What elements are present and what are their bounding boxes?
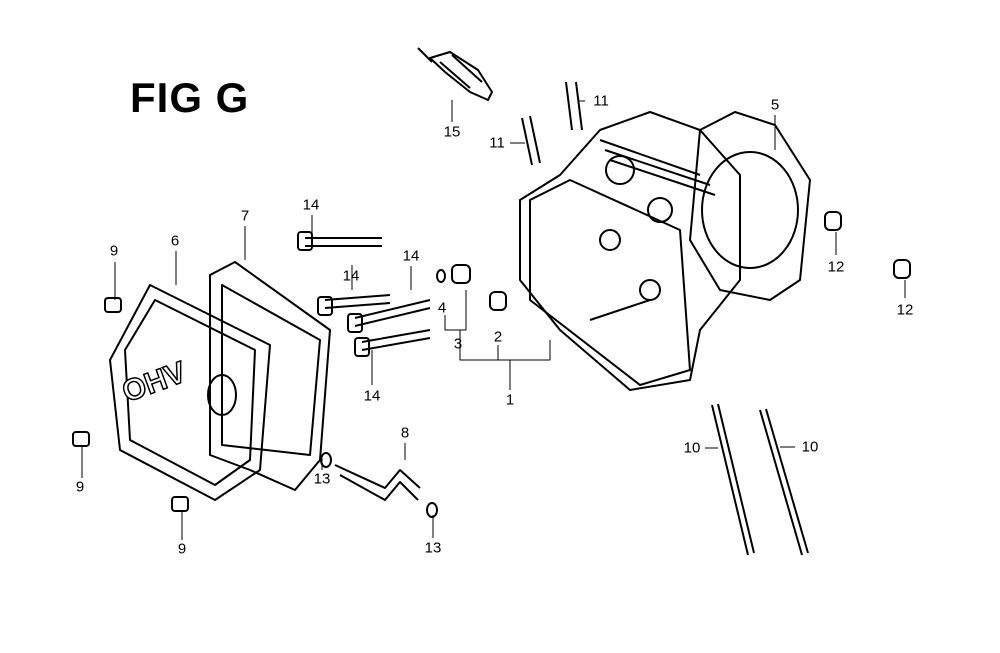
head-gasket (689, 111, 811, 301)
callout-10: 10 (801, 438, 819, 456)
stud-10-a (711, 403, 755, 556)
callout-13: 13 (313, 470, 331, 488)
dowel-12-a (824, 211, 842, 231)
callout-7: 7 (240, 207, 250, 225)
bolt-9-c (171, 496, 189, 512)
callout-14: 14 (302, 196, 320, 214)
spark-plug (417, 47, 493, 101)
callout-14: 14 (402, 247, 420, 265)
bolts-14 (297, 231, 431, 357)
dowel-12-b (893, 259, 911, 279)
callout-11: 11 (489, 134, 505, 152)
callout-14: 14 (342, 267, 360, 285)
callout-12: 12 (896, 301, 914, 319)
callout-9: 9 (177, 540, 187, 558)
stud-10-b (759, 408, 809, 556)
cylinder-head (519, 111, 741, 391)
callout-12: 12 (827, 258, 845, 276)
callout-4: 4 (437, 299, 447, 317)
stud-11-lower (521, 115, 541, 166)
callout-3: 3 (453, 335, 463, 353)
callout-2: 2 (493, 328, 503, 346)
stud-11-upper (565, 81, 583, 131)
breather-tube (334, 464, 421, 501)
callout-10: 10 (683, 439, 701, 457)
callout-1: 1 (505, 391, 515, 409)
callout-5: 5 (770, 96, 780, 114)
callout-8: 8 (400, 424, 410, 442)
dowel-3 (451, 264, 471, 284)
callout-15: 15 (443, 123, 461, 141)
callout-9: 9 (109, 242, 119, 260)
valve-cover-gasket (209, 261, 331, 491)
clip-13-b (426, 502, 438, 518)
dowel-2 (489, 291, 507, 311)
o-ring-4 (436, 269, 446, 283)
figure-title: FIG G (130, 74, 250, 121)
callout-6: 6 (170, 232, 180, 250)
callout-9: 9 (75, 478, 85, 496)
callout-13: 13 (424, 539, 442, 557)
bolt-9-b (72, 431, 90, 447)
clip-13-a (320, 452, 332, 468)
callout-14: 14 (363, 387, 381, 405)
callout-11: 11 (593, 92, 609, 110)
bolt-9-a (104, 297, 122, 313)
